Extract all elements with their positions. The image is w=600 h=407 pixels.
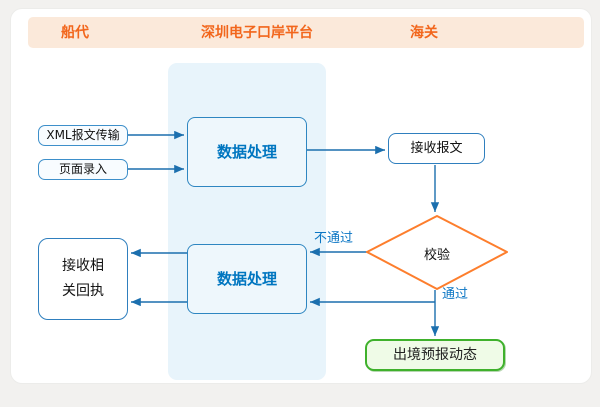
node-validate-label: 校验 <box>423 248 450 263</box>
platform-lane-background <box>168 63 326 380</box>
swimlane-header-bar <box>28 17 584 48</box>
node-receive-receipt: 接收相 关回执 <box>38 238 128 320</box>
receipt-line-2: 关回执 <box>62 283 104 299</box>
edge-label-pass: 通过 <box>442 287 469 302</box>
node-exit-forecast: 出境预报动态 <box>365 339 505 371</box>
node-page-entry: 页面录入 <box>38 159 128 180</box>
node-receive-message: 接收报文 <box>388 133 485 164</box>
node-xml-transfer: XML报文传输 <box>38 125 128 146</box>
lane-title-customs: 海关 <box>410 25 438 41</box>
lane-title-platform: 深圳电子口岸平台 <box>201 25 313 41</box>
lane-title-shipping-agent: 船代 <box>61 25 89 41</box>
node-data-process-1: 数据处理 <box>187 117 307 187</box>
edge-label-fail: 不通过 <box>314 231 354 246</box>
validate-diamond-shape <box>366 215 508 290</box>
receipt-line-1: 接收相 <box>62 257 104 274</box>
node-data-process-2: 数据处理 <box>187 244 307 314</box>
